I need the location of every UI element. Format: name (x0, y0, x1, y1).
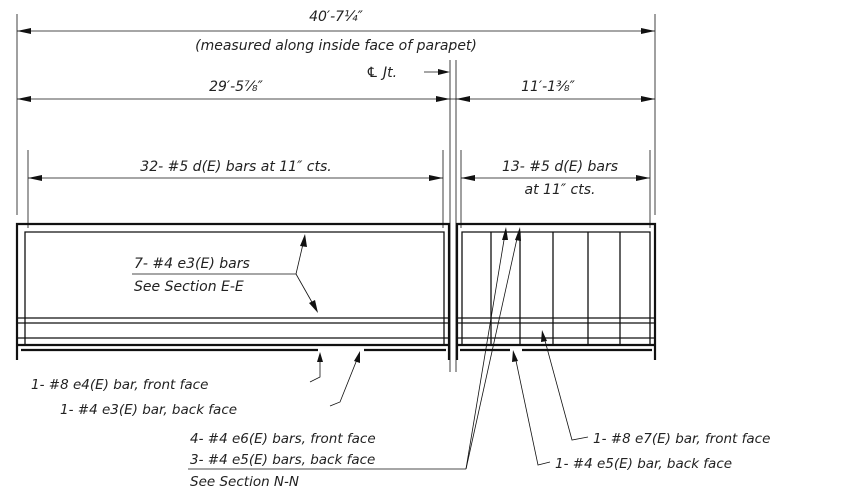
e7-front-callout: 1- #8 e7(E) bar, front face (541, 330, 770, 447)
e3-back-callout: 1- #4 e3(E) bar, back face (60, 351, 360, 418)
e5-back-text: 3- #4 e5(E) bars, back face (190, 452, 375, 468)
left-bar-spacing-text: 32- #5 d(E) bars at 11″ cts. (140, 159, 331, 175)
e6-e5-callout: 4- #4 e6(E) bars, front face 3- #4 e5(E)… (188, 227, 521, 490)
e5-back-single-text: 1- #4 e5(E) bar, back face (555, 456, 732, 472)
joint-centerline: ℄ Jt. (366, 60, 457, 372)
overall-dimension: 40′-7¼″ (measured along inside face of p… (16, 9, 656, 215)
left-parapet-panel (15, 222, 451, 360)
overall-dimension-text: 40′-7¼″ (309, 9, 364, 25)
span-dimensions: 29′-5⅞″ 11′-1⅜″ (17, 79, 655, 102)
e3-section-text: See Section E-E (134, 279, 244, 295)
e7-front-text: 1- #8 e7(E) bar, front face (593, 431, 770, 447)
right-span-text: 11′-1⅜″ (521, 79, 576, 95)
e3-bars-text: 7- #4 e3(E) bars (134, 256, 250, 272)
left-span-text: 29′-5⅞″ (209, 79, 264, 95)
overall-dimension-note: (measured along inside face of parapet) (195, 38, 477, 54)
e3-bars-callout: 7- #4 e3(E) bars See Section E-E (132, 234, 318, 313)
e6-front-text: 4- #4 e6(E) bars, front face (190, 431, 376, 447)
e4-front-text: 1- #8 e4(E) bar, front face (31, 377, 208, 393)
e3-back-text: 1- #4 e3(E) bar, back face (60, 402, 237, 418)
e5-back-single-callout: 1- #4 e5(E) bar, back face (512, 350, 732, 472)
e4-front-callout: 1- #8 e4(E) bar, front face (31, 352, 323, 393)
right-bar-spacing-line1: 13- #5 d(E) bars (502, 159, 618, 175)
joint-label: ℄ Jt. (366, 65, 397, 81)
bar-spacing-dimensions: 32- #5 d(E) bars at 11″ cts. 13- #5 d(E)… (27, 150, 651, 228)
right-bar-spacing-line2: at 11″ cts. (525, 182, 596, 198)
section-nn-text: See Section N-N (190, 474, 299, 490)
right-parapet-panel (455, 222, 657, 360)
